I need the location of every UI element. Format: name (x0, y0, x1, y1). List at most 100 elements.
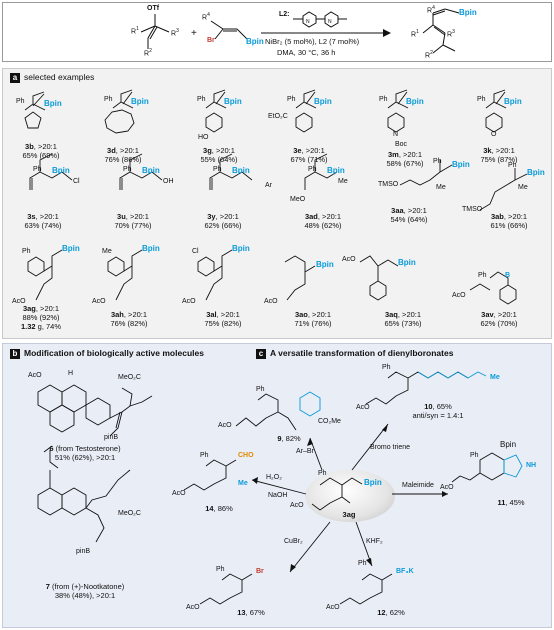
b-label-3av: B (505, 272, 511, 279)
product-r1: R1 (411, 29, 419, 39)
central-compound-highlight (305, 470, 395, 522)
ph-label-3m: Ph (379, 96, 388, 103)
bpin-label-3ab: Bpin (527, 168, 545, 177)
br-label-13: Br (256, 568, 264, 575)
aco-label-13: AcO (186, 604, 200, 611)
product-r2: R2 (425, 50, 433, 60)
meo2c-label-7: MeO₂C (118, 510, 141, 517)
ph-label-3ad: Ph (308, 166, 317, 173)
ligand-n-right: N (328, 19, 332, 25)
bpin-label-3y: Bpin (232, 166, 250, 175)
bpin-label-3ad: Bpin (327, 166, 345, 175)
r3-label: R3 (171, 28, 179, 38)
ph-label-3aa: Ph (433, 158, 442, 165)
aco-label-3ag: AcO (12, 298, 26, 305)
aco-label-3ah: AcO (92, 298, 106, 305)
reaction-scheme-header: OTf R1 R3 R2 + R4 Br Bpin L2: N N NiBr₂ … (2, 2, 552, 62)
cl-label-3s: Cl (73, 178, 80, 185)
cl-label-3al: Cl (192, 248, 199, 255)
aco-label-6: AcO (28, 372, 42, 379)
me-label-10: Me (490, 374, 500, 381)
bpin-label-3g: Bpin (224, 97, 242, 106)
bpin-label-reagent: Bpin (246, 37, 264, 46)
arrow-label-bromotriene: Bromo triene (370, 444, 411, 451)
me-label-3ad: Me (338, 178, 348, 185)
panel-a-selected-examples (2, 68, 552, 339)
header-structures (140, 8, 460, 54)
bpin-label-3aa: Bpin (452, 160, 470, 169)
conditions-line-2: DMA, 30 °C, 36 h (277, 48, 336, 57)
ligand-n-left: N (306, 19, 310, 25)
bpin-label-3k: Bpin (504, 97, 522, 106)
bpin-label-3e: Bpin (314, 97, 332, 106)
panel-a-structures (24, 89, 528, 305)
nh-label-11: NH (526, 462, 537, 469)
product-r3: R3 (447, 29, 455, 39)
ph-label-3ag: Ph (22, 248, 31, 255)
aco-label-3al: AcO (182, 298, 196, 305)
bpin-label-11: Bpin (500, 440, 517, 449)
r2-label: R2 (144, 48, 152, 58)
ph-label-10: Ph (382, 364, 391, 371)
compound-6-caption: 6 (from Testosterone)51% (62%), >20:1 (49, 444, 121, 462)
aco-label-14: AcO (172, 490, 186, 497)
r4-label: R4 (202, 12, 210, 22)
ph-label-14: Ph (200, 452, 209, 459)
aco-label-10: AcO (356, 404, 370, 411)
aco-label-3aq: AcO (342, 256, 356, 263)
aco-label-3av: AcO (452, 292, 466, 299)
ph-label-3u: Ph (123, 166, 132, 173)
compound-11-caption: 11, 45% (497, 498, 525, 507)
bpin-label-3ag: Bpin (62, 244, 80, 253)
ph-label-3av: Ph (478, 272, 487, 279)
compound-10-caption: 10, 65%anti/syn = 1.4:1 (412, 402, 464, 420)
bf3k-label-12: BF₃K (396, 568, 414, 575)
ho-label-3g: HO (198, 134, 209, 141)
ph-label-13: Ph (216, 566, 225, 573)
arrow-label-arbr: Ar–Br (296, 448, 314, 455)
ph-label-3e: Ph (287, 96, 296, 103)
bpin-label-3u: Bpin (142, 166, 160, 175)
br-label: Br (207, 37, 215, 44)
bpin-label-3al: Bpin (232, 244, 250, 253)
pinb-label-7: pinB (76, 548, 91, 555)
me-label-3ab: Me (518, 184, 528, 191)
meo-label-3ad: MeO (290, 196, 306, 203)
ph-label-3s: Ph (33, 166, 42, 173)
bpin-label-3aq: Bpin (398, 258, 416, 267)
panel-b-badge: b (10, 349, 20, 359)
r1-label: R1 (131, 26, 139, 36)
tmso-label-3ab: TMSO (462, 206, 483, 213)
me-label-3aa: Me (436, 184, 446, 191)
compound-14-caption: 14, 86% (205, 504, 233, 513)
plus-sign: + (191, 28, 197, 39)
cho-label-14: CHO (238, 452, 254, 459)
ph-label-3g: Ph (197, 96, 206, 103)
bpin-label-3s: Bpin (52, 166, 70, 175)
ph-label-3y: Ph (213, 166, 222, 173)
arrow-label-maleimide: Maleimide (402, 482, 434, 489)
boc-label-3m: Boc (395, 141, 408, 148)
bpin-label-3ao: Bpin (316, 260, 334, 269)
ar-label-3y: Ar (265, 182, 272, 189)
oh-label-3u: OH (163, 178, 174, 185)
compound-7-caption: 7 (from (+)-Nootkatone)38% (48%), >20:1 (45, 582, 125, 600)
ligand-label: L2: (279, 11, 290, 18)
aco-label-center: AcO (290, 502, 304, 509)
ph-label-3k: Ph (477, 96, 486, 103)
aco-label-9: AcO (218, 422, 232, 429)
